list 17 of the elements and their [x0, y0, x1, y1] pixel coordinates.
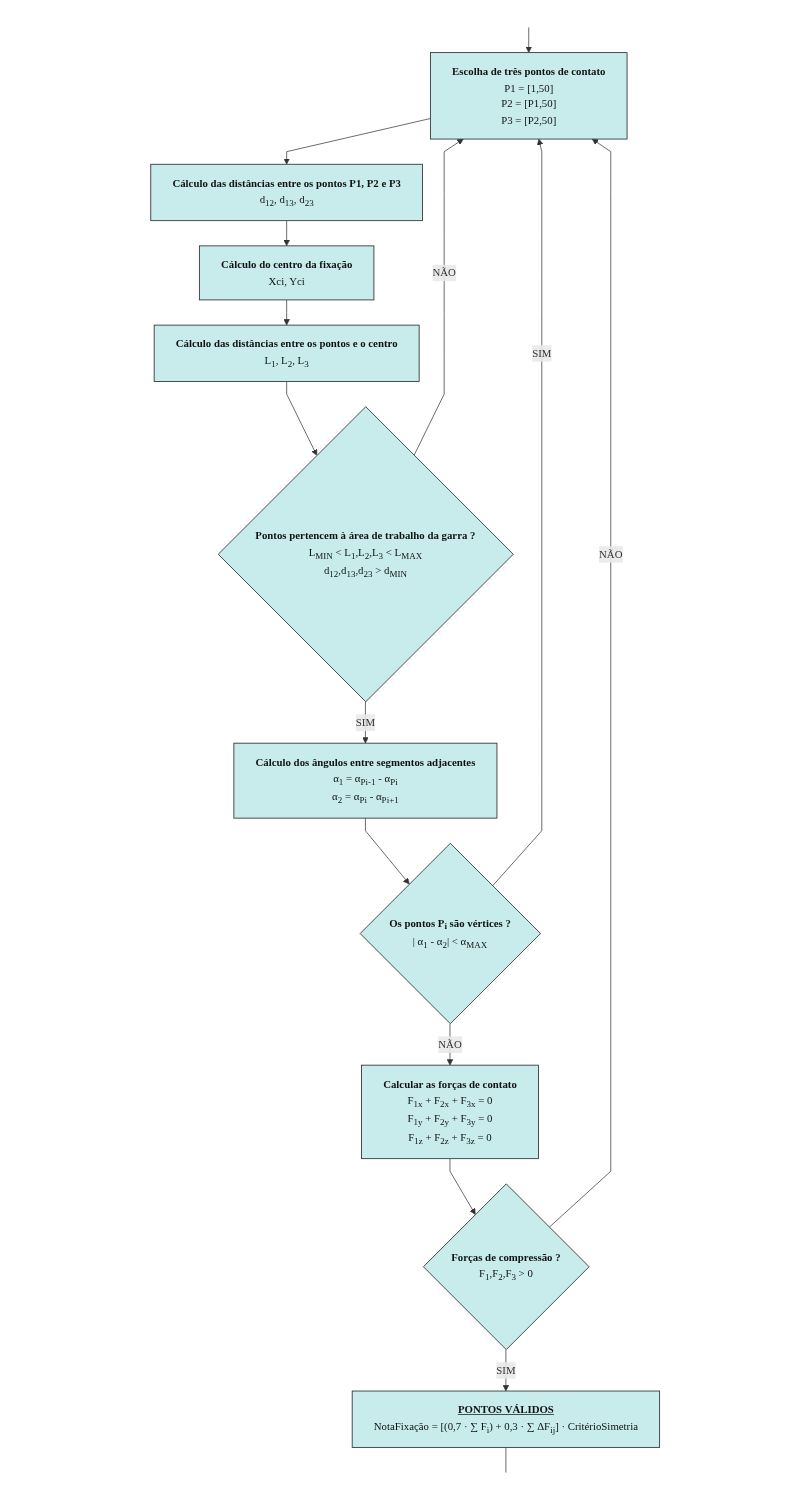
node-box: Cálculo das distâncias entre os pontos e o centro L$_{1}$, L$_{2}$, L$_{3}$: [154, 324, 420, 382]
node-box: Cálculo do centro da fixação Xci, Yci: [199, 245, 375, 301]
edge-label: NÃO: [599, 548, 623, 560]
node-box: Cálculo das distâncias entre os pontos P1, P2 e P3 d$_{12}$, d$_{13}$, d$_{23}$: [150, 163, 424, 222]
connector: [505, 1447, 507, 1473]
edge-label: SIM: [532, 347, 552, 359]
edge-label: NÃO: [432, 266, 457, 279]
node-diamond: Pontos pertencem à área de trabalho da garra ? L$_{MIN}$ < L$_{1}$,L$_{2}$,L$_{3}$ < L$_{MAX}$ d$_{12}$,d$_{13}$,d$_{23}$ > d$_{MIN}$: [218, 406, 515, 703]
node-box: PONTOS VÁLIDOS NotaFixação = [(0,7 · ∑ F$_{i}$) + 0,3 · ∑ ΔF$_{ij}$] · CritérioSimetria: [352, 1390, 661, 1448]
node-box: Escolha de três pontos de contato P1 = [1,50] P2 = [P1,50] P3 = [P2,50]: [430, 52, 628, 140]
node-box: Cálculo dos ângulos entre segmentos adjacentes α$_{1}$ = α$_{Pi-1}$ - α$_{Pi}$ α$_{2}$ = α$_{Pi}$ - α$_{Pi+1}$: [233, 742, 498, 819]
node-diamond: Forças de compressão ? F$_{1}$,F$_{2}$,F$_{3}$ > 0: [423, 1183, 590, 1351]
edge-label: NÃO: [438, 1038, 462, 1051]
node-diamond: Os pontos P$_{i}$ são vértices ? | α$_{1}$ - α$_{2}$| < α$_{MAX}$: [360, 842, 542, 1025]
edge-label: SIM: [496, 1364, 516, 1376]
node-box: Calcular as forças de contato F$_{1x}$ + F$_{2x}$ + F$_{3x}$ = 0 F$_{1y}$ + F$_{2y}$ + F$_{3y}$ = 0 F$_{1z}$ + F$_{2z}$ + F$_{3z}$ = 0: [361, 1064, 540, 1160]
edge-label: SIM: [356, 716, 376, 729]
